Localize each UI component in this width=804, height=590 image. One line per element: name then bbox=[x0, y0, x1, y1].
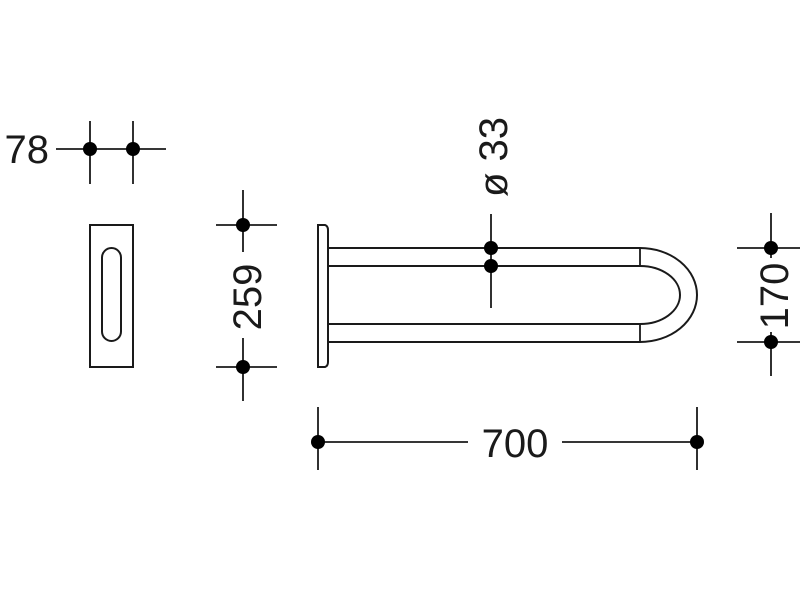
label-mask bbox=[222, 252, 264, 338]
dimension-length-bottom: 700 bbox=[311, 407, 704, 470]
dimension-dot bbox=[311, 435, 325, 449]
dimension-height-right-label: 170 bbox=[753, 263, 797, 330]
dimension-diameter: ø 33 bbox=[472, 117, 516, 308]
rail-flange bbox=[317, 224, 329, 368]
dimension-dot bbox=[83, 142, 97, 156]
label-mask bbox=[752, 258, 792, 332]
dimension-dot bbox=[690, 435, 704, 449]
wall-plate-slot bbox=[101, 247, 122, 342]
grab-rail-side-view bbox=[317, 224, 698, 368]
dimension-dot bbox=[236, 218, 250, 232]
dimension-dot bbox=[484, 259, 498, 273]
dimension-height-left-label: 259 bbox=[226, 264, 270, 331]
dimension-width-top: 78 bbox=[5, 121, 166, 184]
wall-plate-front-view bbox=[89, 224, 134, 368]
rail-bend-inner bbox=[639, 265, 681, 325]
dimension-dot bbox=[764, 241, 778, 255]
dimension-dot bbox=[126, 142, 140, 156]
wall-plate-outline bbox=[89, 224, 134, 368]
dimension-height-right: 170 bbox=[737, 213, 800, 376]
dimension-length-label: 700 bbox=[482, 422, 549, 466]
dimension-width-label: 78 bbox=[5, 128, 50, 172]
dimension-dot bbox=[484, 241, 498, 255]
dimension-dot bbox=[236, 360, 250, 374]
dimension-diameter-label: ø 33 bbox=[472, 117, 516, 197]
rail-bend-outer bbox=[639, 247, 698, 343]
dimension-height-left: 259 bbox=[216, 190, 277, 401]
dimension-dot bbox=[764, 335, 778, 349]
